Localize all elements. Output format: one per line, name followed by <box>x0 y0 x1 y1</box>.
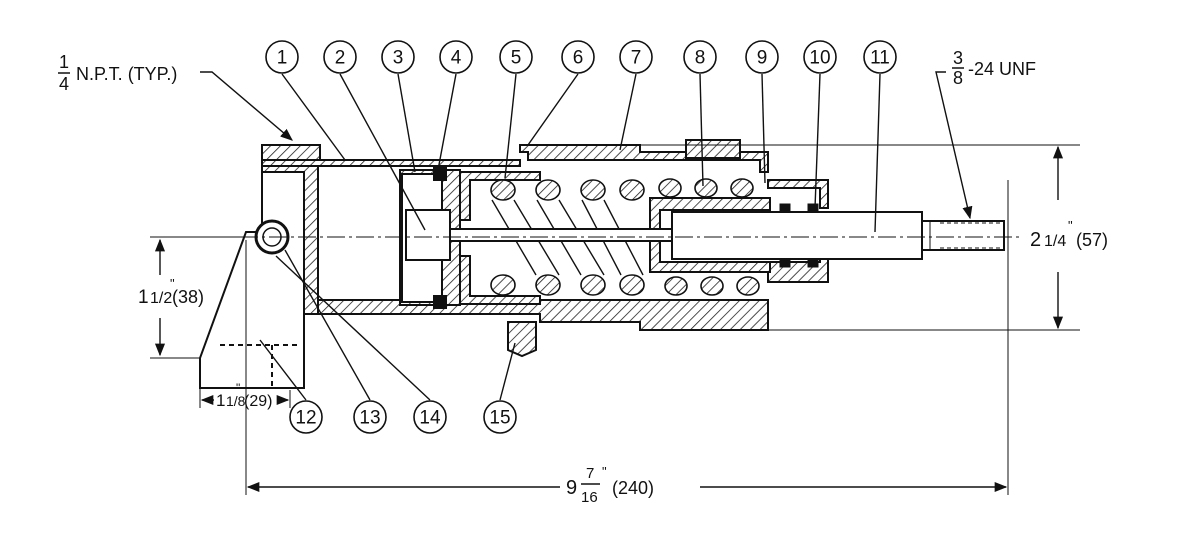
drain-plug <box>507 321 537 358</box>
npt-note: 1 4 N.P.T. (TYP.) <box>58 52 293 141</box>
callout-balloon-3: 3 <box>381 40 415 74</box>
overall-inch-mark: " <box>602 464 607 479</box>
height-inch-mark: " <box>1068 218 1073 233</box>
callout-balloon-11: 11 <box>863 40 897 74</box>
foot-mm: (29) <box>244 393 272 410</box>
callout-circle <box>413 400 447 434</box>
spring-seat <box>459 171 771 305</box>
height-mm: (57) <box>1076 230 1108 250</box>
callout-balloon-13: 13 <box>353 400 387 434</box>
mount-mm: (38) <box>172 287 204 307</box>
callout-circle <box>499 40 533 74</box>
callout-balloon-4: 4 <box>439 40 473 74</box>
callout-number: 1 <box>277 48 288 69</box>
return-spring <box>490 178 760 296</box>
callout-circle <box>289 400 323 434</box>
overall-den: 16 <box>581 489 598 506</box>
overall-mm: (240) <box>612 478 654 498</box>
mount-inch-mark: " <box>170 276 175 291</box>
callout-circle <box>483 400 517 434</box>
callout-circle <box>683 40 717 74</box>
callout-number: 3 <box>393 48 404 69</box>
callout-circle <box>619 40 653 74</box>
mount-height-dimension: 1 1/2 " (38) <box>138 238 204 357</box>
callout-circle <box>561 40 595 74</box>
foot-whole: 1 <box>216 391 225 410</box>
callout-number: 10 <box>809 48 830 69</box>
callout-circle <box>439 40 473 74</box>
height-whole: 2 <box>1030 229 1041 251</box>
callout-balloon-6: 6 <box>561 40 595 74</box>
callout-balloon-8: 8 <box>683 40 717 74</box>
callout-number: 6 <box>573 48 584 69</box>
callout-balloon-15: 15 <box>483 400 517 434</box>
npt-fraction-num: 1 <box>59 52 69 72</box>
callout-balloon-7: 7 <box>619 40 653 74</box>
callout-number: 12 <box>295 408 316 429</box>
callout-number: 11 <box>870 48 890 69</box>
callout-circle <box>803 40 837 74</box>
callout-number: 14 <box>419 408 441 429</box>
overall-num: 7 <box>586 465 594 482</box>
height-dimension: 2 1/4 " (57) <box>1030 145 1108 330</box>
foot-frac: 1/8 <box>226 393 246 409</box>
callout-balloon-10: 10 <box>803 40 837 74</box>
height-frac: 1/4 <box>1044 233 1066 250</box>
npt-port-right <box>685 139 741 159</box>
callout-number: 2 <box>335 48 346 69</box>
npt-port-left <box>261 144 321 161</box>
piston-rod <box>449 211 1005 260</box>
extension-lines <box>150 144 1080 495</box>
callout-number: 5 <box>511 48 522 69</box>
thread-note: 3 8 -24 UNF <box>935 48 1036 220</box>
callout-circle <box>745 40 779 74</box>
callout-balloon-1: 1 <box>265 40 299 74</box>
callout-circle <box>265 40 299 74</box>
callout-balloon-2: 2 <box>323 40 357 74</box>
callout-number: 9 <box>757 48 768 69</box>
thread-fraction-num: 3 <box>953 48 963 68</box>
thread-note-text: -24 UNF <box>968 59 1036 79</box>
foot-inch-mark: " <box>236 381 240 395</box>
callout-balloon-5: 5 <box>499 40 533 74</box>
top-wall-right <box>519 144 769 173</box>
foot-width-dimension: 1 1/8 " (29) <box>200 381 290 410</box>
callout-number: 7 <box>631 48 642 69</box>
callout-circle <box>353 400 387 434</box>
callout-balloon-9: 9 <box>745 40 779 74</box>
callout-number: 4 <box>451 48 462 69</box>
npt-note-text: N.P.T. (TYP.) <box>76 64 177 84</box>
mount-frac: 1/2 <box>150 290 172 307</box>
rod-seals <box>779 203 819 268</box>
leader-lines <box>259 73 881 401</box>
callout-balloon-14: 14 <box>413 400 447 434</box>
overall-length-dimension: 9 7 16 " (240) <box>246 464 1008 506</box>
npt-fraction-den: 4 <box>59 74 69 94</box>
nose-housing <box>767 179 829 209</box>
mounting-bracket <box>199 171 305 389</box>
piston-nut <box>405 209 451 261</box>
callout-number: 13 <box>359 408 380 429</box>
callout-number: 15 <box>489 408 510 429</box>
mount-whole: 1 <box>138 287 149 308</box>
callout-balloon-12: 12 <box>289 400 323 434</box>
overall-whole: 9 <box>566 477 577 499</box>
thread-fraction-den: 8 <box>953 68 963 88</box>
callout-circle <box>381 40 415 74</box>
callout-circle <box>863 40 897 74</box>
callout-circle <box>323 40 357 74</box>
callout-number: 8 <box>695 48 706 69</box>
